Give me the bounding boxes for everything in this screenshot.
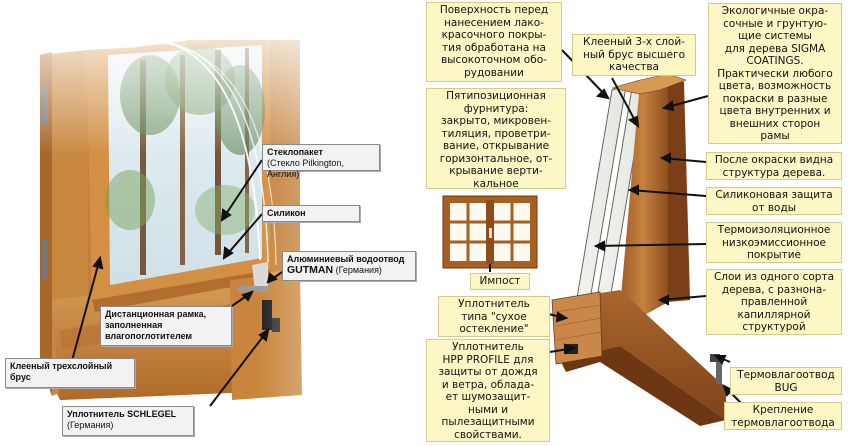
label-beam: Клееный трехслойный брус [5, 358, 135, 388]
label-dry-seal: Уплотнитель типа "сухое остекление" [438, 296, 550, 337]
label-bug: Термовлагоотвод BUG [730, 367, 842, 395]
label-water: Силиконовая защита от воды [706, 187, 842, 215]
label-structure: После окраски видна структура дерева. [706, 152, 842, 180]
label-mount: Крепление термовлагоотвода [724, 402, 842, 430]
label-glued-beam: Клееный 3-х слой- ный брус высшего качес… [572, 34, 696, 76]
label-spacer: Дистанционная рамка, заполненная влагопо… [100, 306, 232, 346]
label-surface: Поверхность перед нанесением лако- красо… [426, 2, 562, 82]
leader-glass-unit [221, 159, 263, 221]
leader-low-e [595, 243, 707, 247]
label-glass-unit: Стеклопакет (Стекло Pilkington, Англия) [262, 144, 380, 179]
label-layers: Слои из одного сорта дерева, с разнона- … [706, 269, 842, 335]
leader-beam [69, 257, 101, 369]
leader-seal [209, 329, 269, 407]
label-silicone: Силикон [262, 205, 360, 222]
leader-water [629, 189, 707, 197]
label-low-e: Термоизоляционное низкоэмиссионное покры… [706, 222, 842, 263]
label-drain: Алюминиевый водоотвод GUTMAN (Германия) [282, 251, 416, 281]
label-seal: Уплотнитель SCHLEGEL (Германия) [62, 406, 194, 436]
label-coatings: Экологичные окра- сочные и грунтую- щие … [708, 3, 842, 144]
label-impost: Импост [470, 273, 530, 290]
label-hpp: Уплотнитель HPP PROFILE для защиты от до… [426, 339, 550, 442]
label-hardware: Пятипозиционная фурнитура: закрыто, микр… [426, 88, 566, 190]
